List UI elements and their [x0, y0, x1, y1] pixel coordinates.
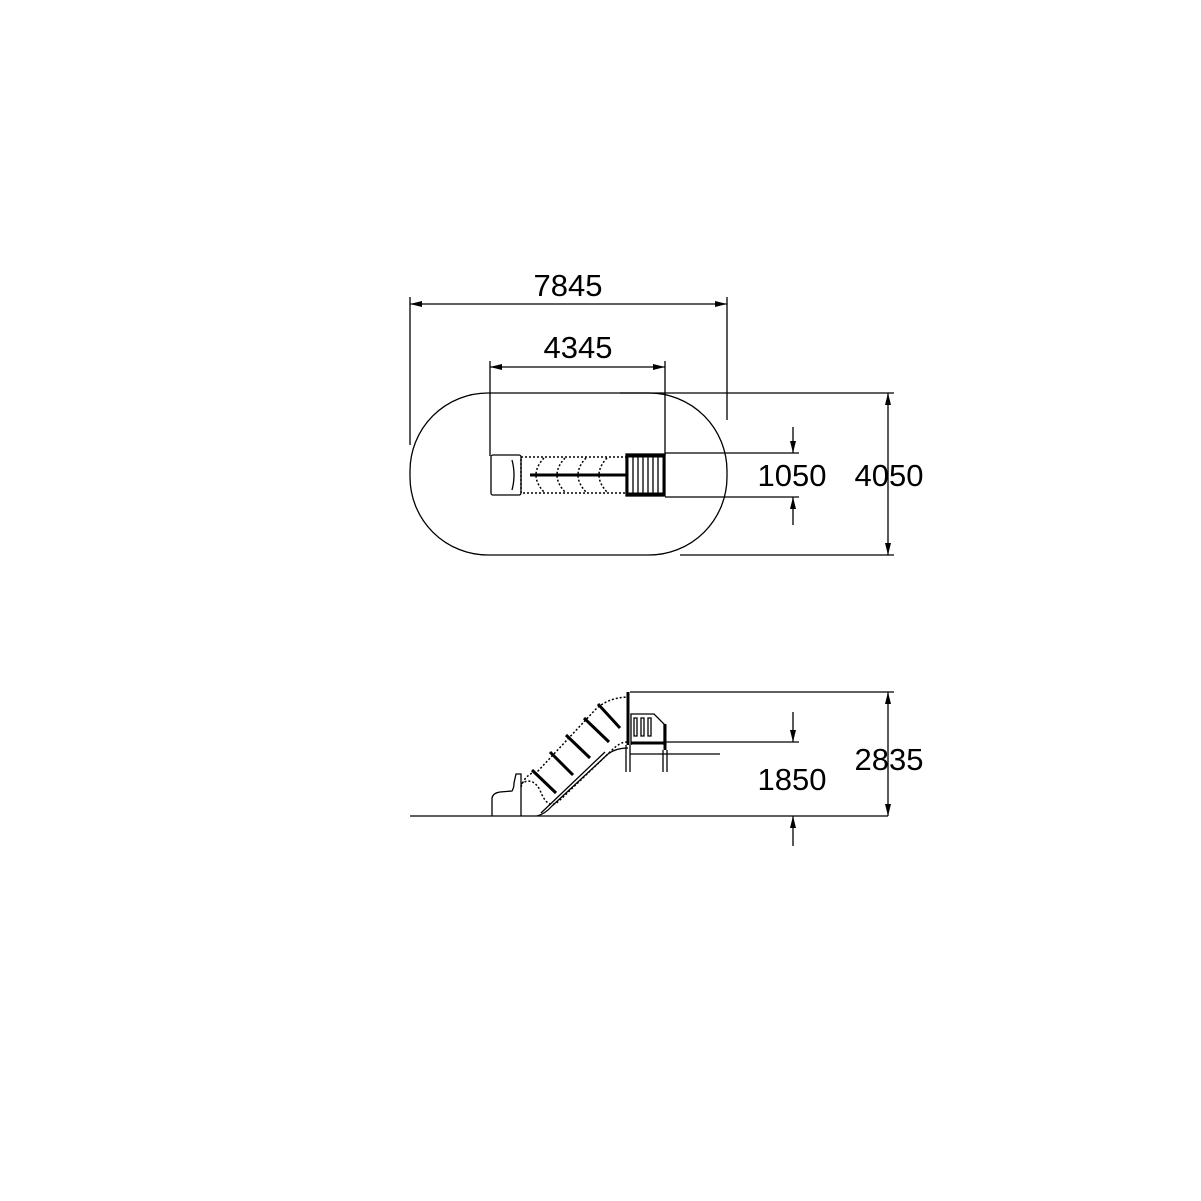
dimension-equipment-length: 4345	[544, 330, 613, 365]
dimension-platform-height: 1850	[758, 762, 827, 797]
dimension-overall-width: 4050	[855, 458, 924, 493]
side-view: 2835 1850	[410, 691, 924, 846]
slide-side-view	[491, 692, 668, 817]
dimension-equipment-width: 1050	[758, 458, 827, 493]
safety-zone-outline	[409, 392, 728, 556]
dimension-overall-length: 7845	[534, 268, 603, 303]
top-view: 7845 4345 1050 4050	[409, 268, 924, 556]
dimension-overall-height: 2835	[855, 742, 924, 777]
slide-top-view	[490, 453, 666, 497]
